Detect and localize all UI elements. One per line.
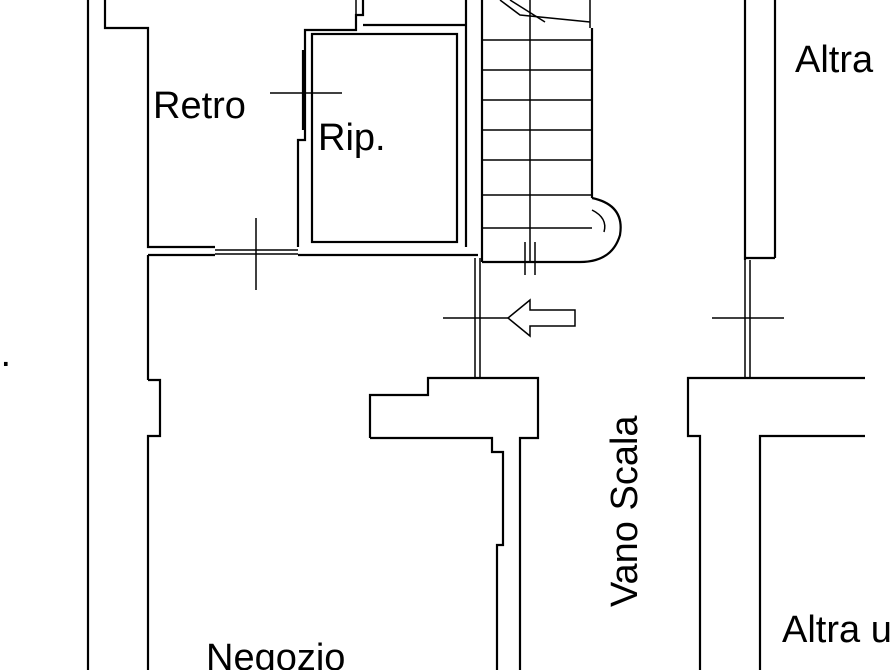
wall-negozio-right: [368, 376, 540, 670]
room-rip: [310, 0, 468, 247]
label-rip: Rip.: [318, 117, 386, 159]
staircase: [480, 0, 622, 275]
label-altra-top: Altra: [795, 39, 874, 81]
label-negozio: Negozio: [206, 637, 345, 670]
label-vano-scala: Vano Scala: [604, 415, 646, 607]
wall-retro-rip: [270, 0, 365, 247]
room-retro: [103, 0, 478, 290]
arrow-left-icon: [506, 298, 576, 338]
label-altra-bottom: Altra u: [782, 609, 892, 651]
outer-left-wall: [86, 0, 162, 670]
label-retro: Retro: [153, 85, 246, 127]
label-left-edge: i.: [0, 333, 11, 375]
entrance-wall: [443, 258, 508, 378]
wall-altra: [686, 0, 865, 670]
